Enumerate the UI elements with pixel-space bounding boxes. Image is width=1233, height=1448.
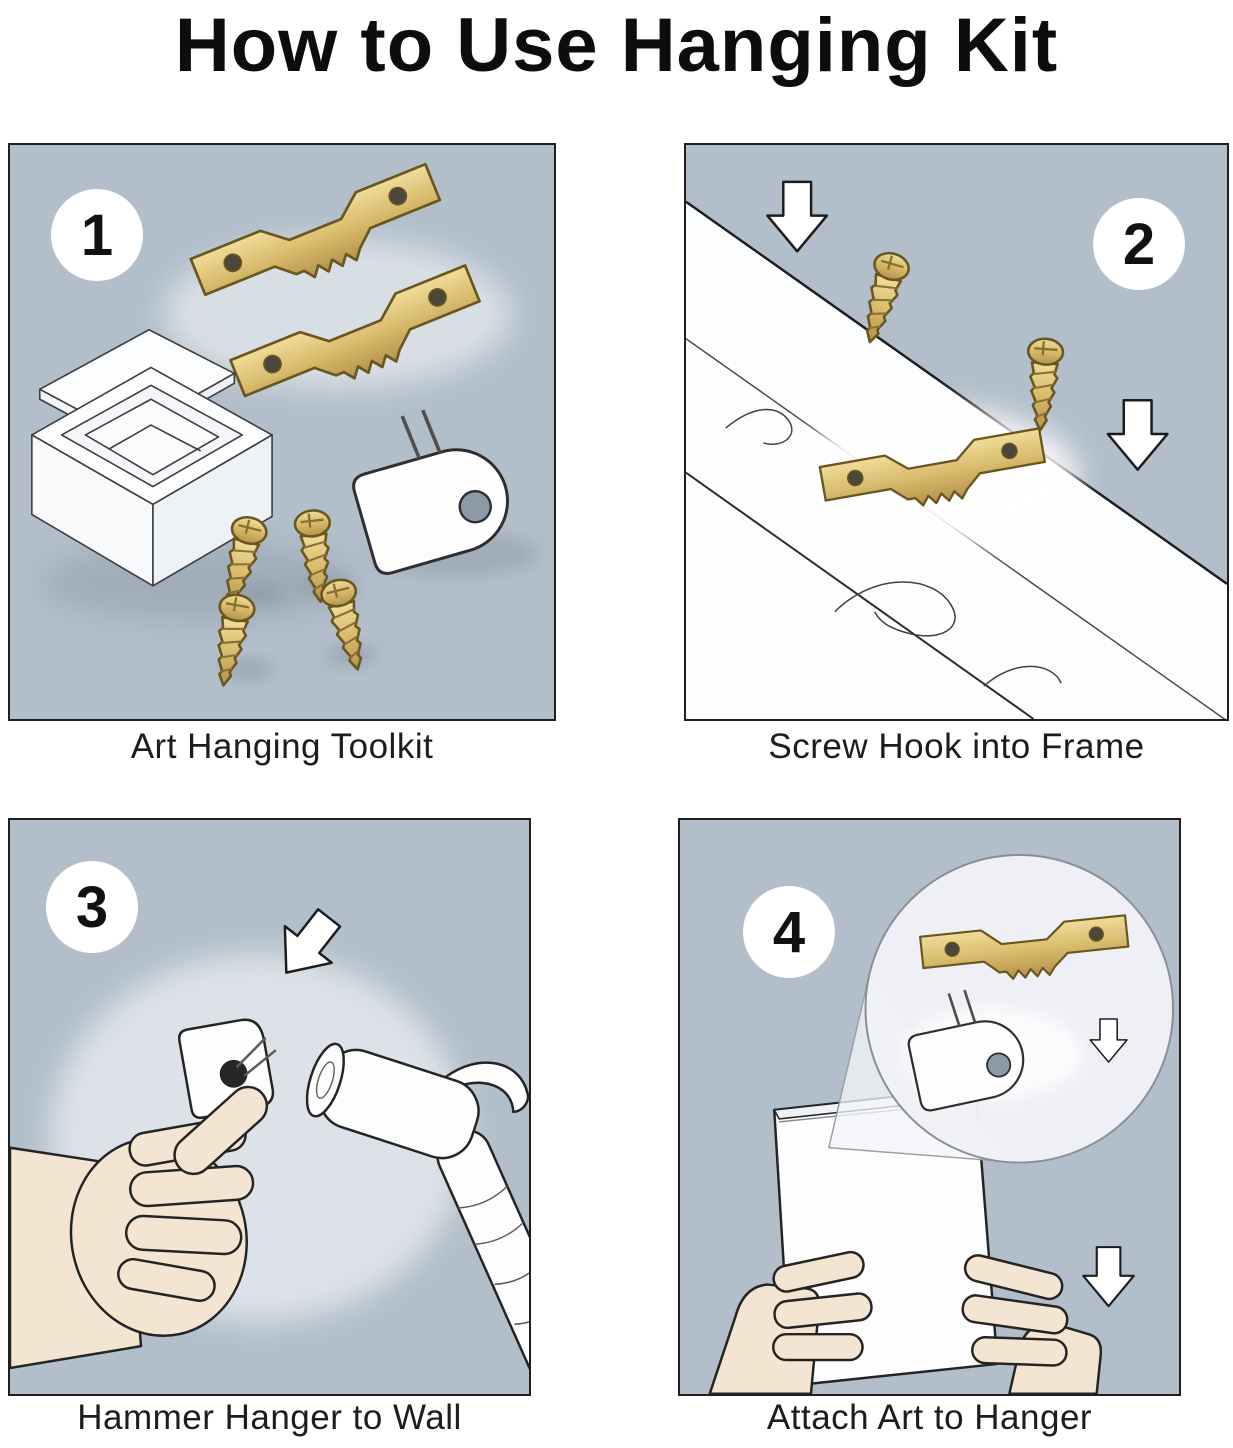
arrow-down-icon bbox=[1106, 398, 1169, 471]
finger bbox=[772, 1250, 865, 1293]
wood-grain bbox=[983, 665, 1062, 687]
wood-grain bbox=[834, 581, 956, 637]
thumb bbox=[173, 1085, 269, 1176]
finger bbox=[971, 1336, 1068, 1367]
step-caption: Attach Art to Hanger bbox=[766, 1398, 1093, 1437]
wood-grain bbox=[725, 408, 793, 445]
step-4-illustration bbox=[708, 854, 1175, 1394]
step-3-illustration bbox=[10, 898, 529, 1394]
step-number-badge: 3 bbox=[46, 861, 138, 953]
hammer bbox=[305, 1042, 529, 1394]
arrow-down-icon bbox=[1082, 1246, 1135, 1308]
hand bbox=[961, 1254, 1103, 1394]
step-panel-4: 4 bbox=[678, 818, 1181, 1396]
finger bbox=[961, 1294, 1069, 1335]
step-number-badge: 4 bbox=[743, 886, 835, 978]
step-caption: Art Hanging Toolkit bbox=[130, 727, 434, 766]
step-panel-3: 3 bbox=[8, 818, 531, 1396]
hammer-handle bbox=[436, 1129, 529, 1394]
finger bbox=[117, 1257, 216, 1302]
step-1-illustration bbox=[31, 162, 540, 690]
finger bbox=[773, 1292, 873, 1330]
step-caption: Hammer Hanger to Wall bbox=[77, 1398, 462, 1437]
step-caption: Screw Hook into Frame bbox=[768, 727, 1145, 766]
page-title: How to Use Hanging Kit bbox=[174, 3, 1059, 88]
finger bbox=[124, 1214, 243, 1256]
plastic-box bbox=[31, 328, 273, 587]
step-panel-1: 1 bbox=[8, 143, 556, 721]
step-number-badge: 1 bbox=[51, 189, 143, 281]
screw bbox=[1021, 336, 1066, 433]
magnifier-circle bbox=[864, 854, 1175, 1164]
arrow-down-icon bbox=[766, 180, 829, 253]
finger bbox=[772, 1332, 864, 1362]
step-number-badge: 2 bbox=[1093, 198, 1185, 290]
step-panel-2: 2 bbox=[684, 143, 1229, 721]
hammer-head bbox=[305, 1042, 529, 1160]
finger bbox=[963, 1254, 1064, 1301]
step-2-illustration bbox=[686, 180, 1227, 719]
hand bbox=[708, 1250, 873, 1394]
screws bbox=[204, 507, 378, 690]
